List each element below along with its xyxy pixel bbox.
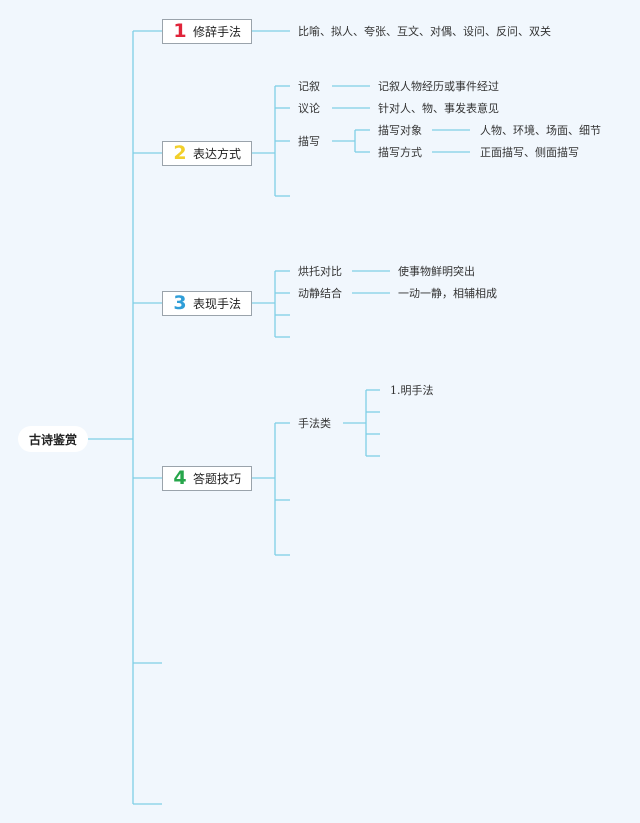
node-technique-category[interactable]: 手法类 <box>298 417 331 430</box>
topic-label: 表达方式 <box>193 147 242 161</box>
root-node[interactable]: 古诗鉴赏 <box>18 426 88 452</box>
number-2-icon: 2 <box>173 142 187 164</box>
topic-label: 表现手法 <box>193 297 242 311</box>
topic-label: 答题技巧 <box>193 472 242 486</box>
topic-expression[interactable]: 2 表达方式 <box>162 141 252 166</box>
topic-presentation[interactable]: 3 表现手法 <box>162 291 252 316</box>
node-discuss[interactable]: 议论 <box>298 102 320 115</box>
node-describe-method-desc[interactable]: 正面描写、侧面描写 <box>480 146 579 159</box>
node-discuss-desc[interactable]: 针对人、物、事发表意见 <box>378 102 499 115</box>
topic-technique[interactable]: 4 答题技巧 <box>162 466 252 491</box>
node-narrate[interactable]: 记叙 <box>298 80 320 93</box>
topic-rhetoric[interactable]: 1 修辞手法 <box>162 19 252 44</box>
node-describe-object-desc[interactable]: 人物、环境、场面、细节 <box>480 124 601 137</box>
node-describe-object[interactable]: 描写对象 <box>378 124 422 137</box>
number-3-icon: 3 <box>173 292 187 314</box>
node-narrate-desc[interactable]: 记叙人物经历或事件经过 <box>378 80 499 93</box>
node-motion-desc[interactable]: 一动一静，相辅相成 <box>398 287 497 300</box>
root-label: 古诗鉴赏 <box>28 432 77 447</box>
node-contrast-desc[interactable]: 使事物鲜明突出 <box>398 265 475 278</box>
number-1-icon: 1 <box>173 20 187 42</box>
node-describe-method[interactable]: 描写方式 <box>378 146 422 159</box>
node-motion[interactable]: 动静结合 <box>298 287 342 300</box>
node-contrast[interactable]: 烘托对比 <box>298 265 342 278</box>
node-describe[interactable]: 描写 <box>298 135 320 148</box>
rhetoric-list[interactable]: 比喻、拟人、夸张、互文、对偶、设问、反问、双关 <box>298 25 551 38</box>
number-4-icon: 4 <box>173 467 187 489</box>
topic-label: 修辞手法 <box>193 25 242 39</box>
node-step-1[interactable]: 1.明手法 <box>390 384 434 397</box>
